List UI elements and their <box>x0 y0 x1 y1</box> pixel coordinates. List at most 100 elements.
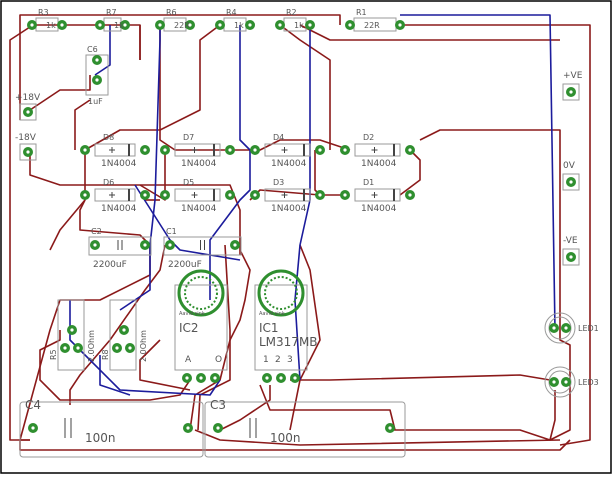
pad-hole <box>31 426 35 430</box>
pad-hole <box>26 150 30 154</box>
pad-hole <box>30 23 34 27</box>
terminal-label: +18V <box>15 93 41 103</box>
resistor-value: 22R <box>174 21 190 30</box>
pad-hole <box>228 193 232 197</box>
pad-hole <box>95 78 99 82</box>
pin-label: 1 <box>263 355 269 365</box>
led-outline <box>544 366 576 398</box>
pad-hole <box>185 376 189 380</box>
capacitor-ref: C2 <box>91 227 102 236</box>
terminal-label: 0V <box>563 161 576 171</box>
led-outline <box>544 312 576 344</box>
pad-hole <box>408 148 412 152</box>
pad-hole <box>98 23 102 27</box>
capacitor-c2: C2 2200uF <box>88 227 152 270</box>
heatsink-hatch <box>264 276 298 310</box>
pad-hole <box>569 255 573 259</box>
pad-hole <box>343 193 347 197</box>
terminal-2: +VE <box>562 71 583 101</box>
pad-hole <box>60 23 64 27</box>
pot-value: 2.0Ohm <box>139 330 148 362</box>
pad-hole <box>143 148 147 152</box>
pot-ref: R8 <box>101 349 110 360</box>
diode-body <box>94 143 136 157</box>
regulator-body <box>254 284 308 371</box>
pad-hole <box>408 193 412 197</box>
pad-hole <box>168 243 172 247</box>
diode-ref: D2 <box>363 133 374 142</box>
pad-hole <box>398 23 402 27</box>
pad-hole <box>163 193 167 197</box>
pad-hole <box>278 23 282 27</box>
resistor-ref: R2 <box>286 8 297 17</box>
capacitor-ref: C6 <box>87 45 98 54</box>
pad-hole <box>83 193 87 197</box>
pad-hole <box>564 380 568 384</box>
capacitor-value: 100n <box>85 431 116 445</box>
led-ref: LED3 <box>578 378 599 387</box>
capacitor-ref: C3 <box>210 398 226 412</box>
pad-hole <box>253 193 257 197</box>
capacitor-value: 2200uF <box>168 260 202 270</box>
pad-hole <box>318 193 322 197</box>
terminal-outline <box>562 248 580 266</box>
heatsink-label: Aavid sink <box>179 311 205 317</box>
pad-hole <box>318 148 322 152</box>
diode-ref: D4 <box>273 133 284 142</box>
diode-part: 1N4004 <box>181 204 217 214</box>
pad-hole <box>186 426 190 430</box>
pad-hole <box>552 326 556 330</box>
led-ref: LED1 <box>578 324 599 333</box>
capacitor-ref: C1 <box>166 227 177 236</box>
pad-hole <box>143 193 147 197</box>
diode-part: 1N4004 <box>271 159 307 169</box>
pad-hole <box>213 376 217 380</box>
pin-label: 3 <box>287 355 293 365</box>
heatsink-hatch <box>184 276 218 310</box>
regulator-part: LM317MB <box>259 335 318 349</box>
potentiometer-r8: R8 2.0Ohm <box>101 299 148 371</box>
pad-hole <box>188 23 192 27</box>
diode-body <box>174 143 221 157</box>
pad-hole <box>228 148 232 152</box>
pad-hole <box>348 23 352 27</box>
resistor-value: 1k <box>234 21 244 30</box>
pad-hole <box>95 58 99 62</box>
diode-ref: D7 <box>183 133 194 142</box>
pad-hole <box>218 23 222 27</box>
diode-body <box>264 188 311 202</box>
capacitor-ref: C4 <box>25 398 41 412</box>
pad-hole <box>233 243 237 247</box>
resistor-ref: R6 <box>166 8 177 17</box>
terminal-outline <box>562 173 580 191</box>
pad-hole <box>93 243 97 247</box>
led-led3: LED3 <box>544 366 599 398</box>
diode-part: 1N4004 <box>271 204 307 214</box>
diode-d4: D4 1N4004 <box>250 133 325 169</box>
pad-hole <box>343 148 347 152</box>
diode-ref: D6 <box>103 178 114 187</box>
pad-hole <box>163 148 167 152</box>
diode-body <box>174 188 221 202</box>
capacitor-c1: C1 2200uF <box>163 227 242 270</box>
diode-body <box>354 188 401 202</box>
capacitor-value: 2200uF <box>93 260 127 270</box>
diode-part: 1N4004 <box>361 204 397 214</box>
capacitor-body <box>19 401 204 458</box>
resistor-ref: R4 <box>226 8 237 17</box>
diode-body <box>94 188 136 202</box>
regulator-ref: IC1 <box>259 321 279 335</box>
regulator-ref: IC2 <box>179 321 199 335</box>
